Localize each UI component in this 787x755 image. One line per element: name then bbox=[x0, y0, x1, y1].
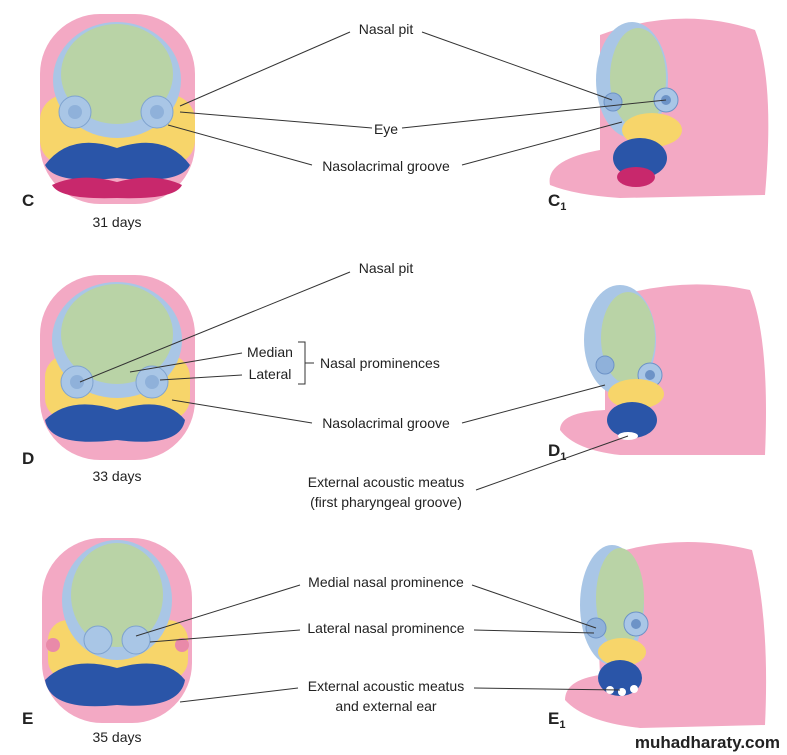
side-view-d1 bbox=[560, 284, 766, 455]
label-external-acoustic-meatus: External acoustic meatus bbox=[308, 474, 464, 490]
label-lateral: Lateral bbox=[249, 366, 292, 382]
leader-line bbox=[171, 399, 313, 424]
panel-letter-c1: C1 bbox=[548, 191, 566, 213]
mandibular-arch bbox=[613, 138, 667, 178]
leader-line bbox=[461, 384, 606, 424]
hyoid-arch bbox=[617, 167, 655, 187]
front-view-d bbox=[40, 275, 195, 460]
label-nasal-pit: Nasal pit bbox=[359, 260, 414, 276]
leader-line bbox=[135, 584, 301, 637]
leader-line bbox=[129, 352, 243, 373]
leader-line bbox=[149, 629, 301, 643]
auricular-hillock bbox=[618, 688, 626, 696]
label-lateral-nasal-prominence: Lateral nasal prominence bbox=[307, 620, 464, 636]
leader-line bbox=[471, 584, 597, 629]
panel-letter-c: C bbox=[22, 191, 34, 210]
hyoid-arch bbox=[52, 177, 182, 199]
watermark: muhadharaty.com bbox=[635, 733, 780, 752]
mandibular-arch bbox=[45, 404, 185, 442]
leader-line bbox=[475, 435, 629, 491]
label-medial-nasal-prominence: Medial nasal prominence bbox=[308, 574, 464, 590]
label-first-pharyngeal-groove: (first pharyngeal groove) bbox=[310, 494, 462, 510]
leader-line bbox=[421, 31, 613, 101]
medial-nasal-prominence-right bbox=[121, 625, 151, 655]
leader-line bbox=[179, 111, 373, 129]
leader-line bbox=[167, 124, 313, 166]
maxillary-prominence bbox=[608, 379, 664, 409]
front-view-e bbox=[42, 538, 192, 723]
maxillary-prominence bbox=[598, 638, 646, 666]
label-external-ear: and external ear bbox=[335, 698, 437, 714]
label-median: Median bbox=[247, 344, 293, 360]
subscript: 1 bbox=[559, 719, 565, 731]
leader-line bbox=[179, 687, 299, 703]
side-view-e1 bbox=[565, 542, 767, 728]
frontonasal-prominence bbox=[71, 543, 163, 647]
leader-line bbox=[473, 629, 595, 634]
ear-right bbox=[175, 638, 189, 652]
eye-center bbox=[631, 619, 641, 629]
frontonasal-prominence bbox=[61, 24, 173, 124]
label-external-acoustic-meatus: External acoustic meatus bbox=[308, 678, 464, 694]
nasal-pit-right-center bbox=[145, 375, 159, 389]
side-view-c1 bbox=[549, 18, 769, 198]
leader-line bbox=[179, 31, 351, 107]
subscript: 1 bbox=[560, 201, 566, 213]
ear-left bbox=[46, 638, 60, 652]
leader-line bbox=[159, 374, 243, 381]
panel-letter-e: E bbox=[22, 709, 33, 728]
medial-nasal-prominence-left bbox=[83, 625, 113, 655]
bracket bbox=[298, 341, 314, 385]
label-nasal-pit: Nasal pit bbox=[359, 21, 414, 37]
auricular-hillock bbox=[630, 685, 638, 693]
mandibular-arch bbox=[607, 402, 657, 438]
label-eye: Eye bbox=[374, 121, 398, 137]
letter: E bbox=[548, 709, 559, 728]
label-nasal-prominences: Nasal prominences bbox=[320, 355, 440, 371]
age-label-e: 35 days bbox=[92, 729, 141, 745]
age-label-c: 31 days bbox=[92, 214, 141, 230]
frontonasal-prominence bbox=[601, 292, 655, 384]
mandibular-arch bbox=[45, 663, 185, 707]
nasal-pit bbox=[603, 92, 623, 112]
age-label-d: 33 days bbox=[92, 468, 141, 484]
leader-line bbox=[461, 121, 623, 166]
panel-letter-e1: E1 bbox=[548, 709, 565, 731]
mandibular-arch bbox=[45, 142, 190, 180]
panel-letter-d1: D1 bbox=[548, 441, 566, 463]
panel-letter-d: D bbox=[22, 449, 34, 468]
nasal-pit-left-center bbox=[68, 105, 82, 119]
leader-line bbox=[473, 687, 621, 691]
frontonasal-prominence bbox=[61, 284, 173, 384]
subscript: 1 bbox=[560, 451, 566, 463]
front-view-c bbox=[40, 14, 195, 204]
letter: C bbox=[548, 191, 560, 210]
leader-line bbox=[79, 271, 351, 383]
label-nasolacrimal-groove: Nasolacrimal groove bbox=[322, 415, 450, 431]
nasal-pit-left-center bbox=[70, 375, 84, 389]
frontonasal-prominence bbox=[610, 28, 666, 128]
nasal-pit-right-center bbox=[150, 105, 164, 119]
nasal-pit bbox=[595, 355, 615, 375]
eye-center bbox=[645, 370, 655, 380]
label-nasolacrimal-groove: Nasolacrimal groove bbox=[322, 158, 450, 174]
leader-line bbox=[401, 99, 667, 129]
letter: D bbox=[548, 441, 560, 460]
